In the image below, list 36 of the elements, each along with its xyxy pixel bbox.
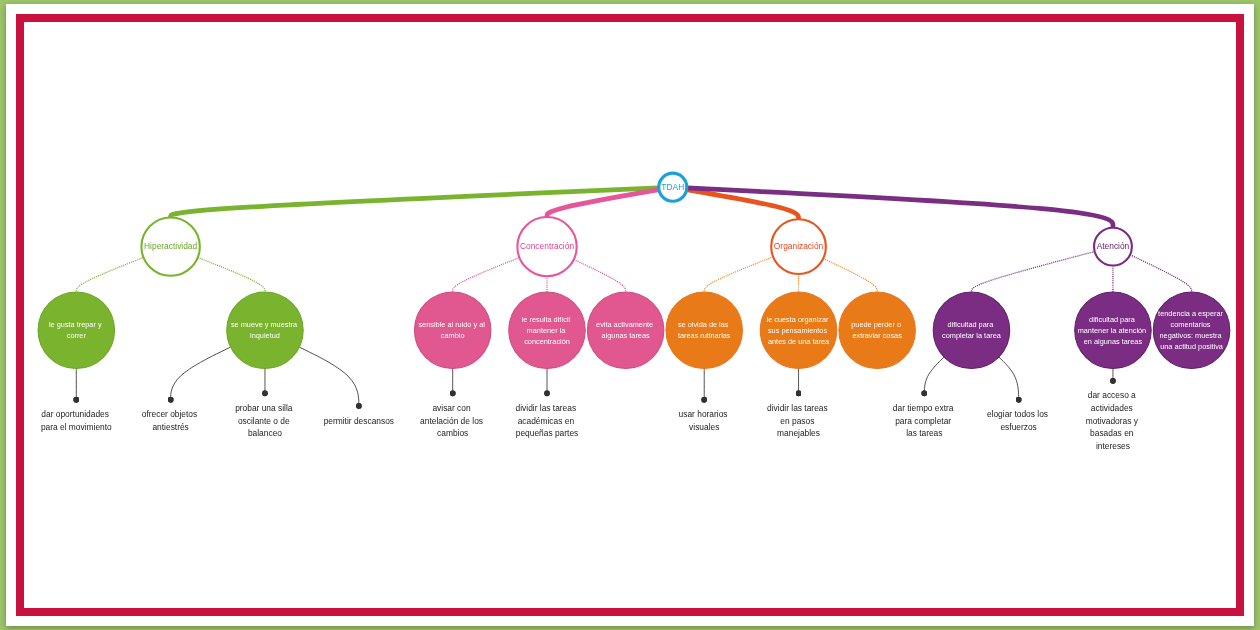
node-text: dar acceso a actividades motivadoras y basadas en intereses (1085, 390, 1138, 450)
node-text: usar horarios visuales (678, 409, 728, 431)
node-circle (770, 217, 827, 275)
node-circle (140, 216, 201, 277)
node-circle (1074, 291, 1152, 369)
node-circle (838, 291, 916, 369)
node-circle (759, 291, 838, 369)
node-text: probar una silla oscilante o de balanceo (235, 403, 293, 438)
connector (573, 258, 627, 293)
node-circle (1092, 226, 1133, 267)
node-text: avisar con antelación de los cambios (420, 403, 483, 438)
connector (168, 185, 659, 219)
connector (197, 256, 266, 293)
connector (686, 185, 1116, 228)
node-circle (657, 171, 689, 203)
node-text: elogiar todos los esfuerzos (986, 409, 1048, 431)
node-circle (413, 291, 492, 369)
node-circle (932, 291, 1011, 369)
node-circle (508, 291, 586, 369)
node-circle (586, 291, 665, 369)
node-circle (1152, 291, 1231, 369)
node-circle (37, 291, 116, 369)
connector (822, 257, 878, 293)
node-text: dividir las tareas en pasos manejables (767, 403, 828, 438)
node-text: ofrecer objetos antiestrés (141, 409, 198, 431)
connector (1129, 253, 1193, 293)
node-text: permitir descansos (323, 415, 395, 425)
node-text: dar tiempo extra para completar las tareas (892, 403, 954, 438)
node-circle (665, 291, 743, 369)
connector (546, 275, 548, 293)
connector (703, 255, 774, 293)
node-circle (516, 215, 578, 277)
connector (452, 256, 521, 293)
node-circle (226, 291, 304, 369)
node-text: dividir las tareas académicas en pequeñas partes (515, 403, 579, 438)
node-text: dar oportunidades para el movimiento (40, 409, 112, 431)
